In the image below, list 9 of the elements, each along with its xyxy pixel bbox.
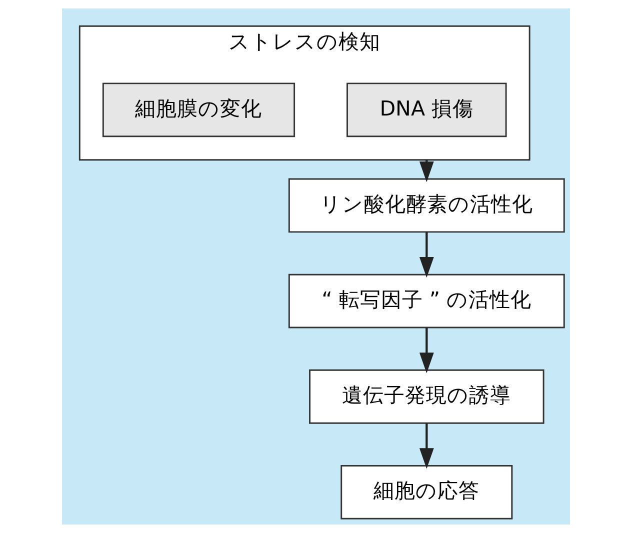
arrow [419,232,434,278]
arrow [419,328,434,374]
arrow [419,423,434,469]
node-box: 細胞膜の変化 [102,82,296,138]
node-box: 細胞の応答 [340,465,513,520]
node-box: “ 転写因子 ” の活性化 [288,274,565,328]
node-box: DNA 損傷 [346,82,507,138]
node-box: リン酸化酵素の活性化 [288,178,565,233]
node-box: 遺伝子発現の誘導 [309,369,544,424]
